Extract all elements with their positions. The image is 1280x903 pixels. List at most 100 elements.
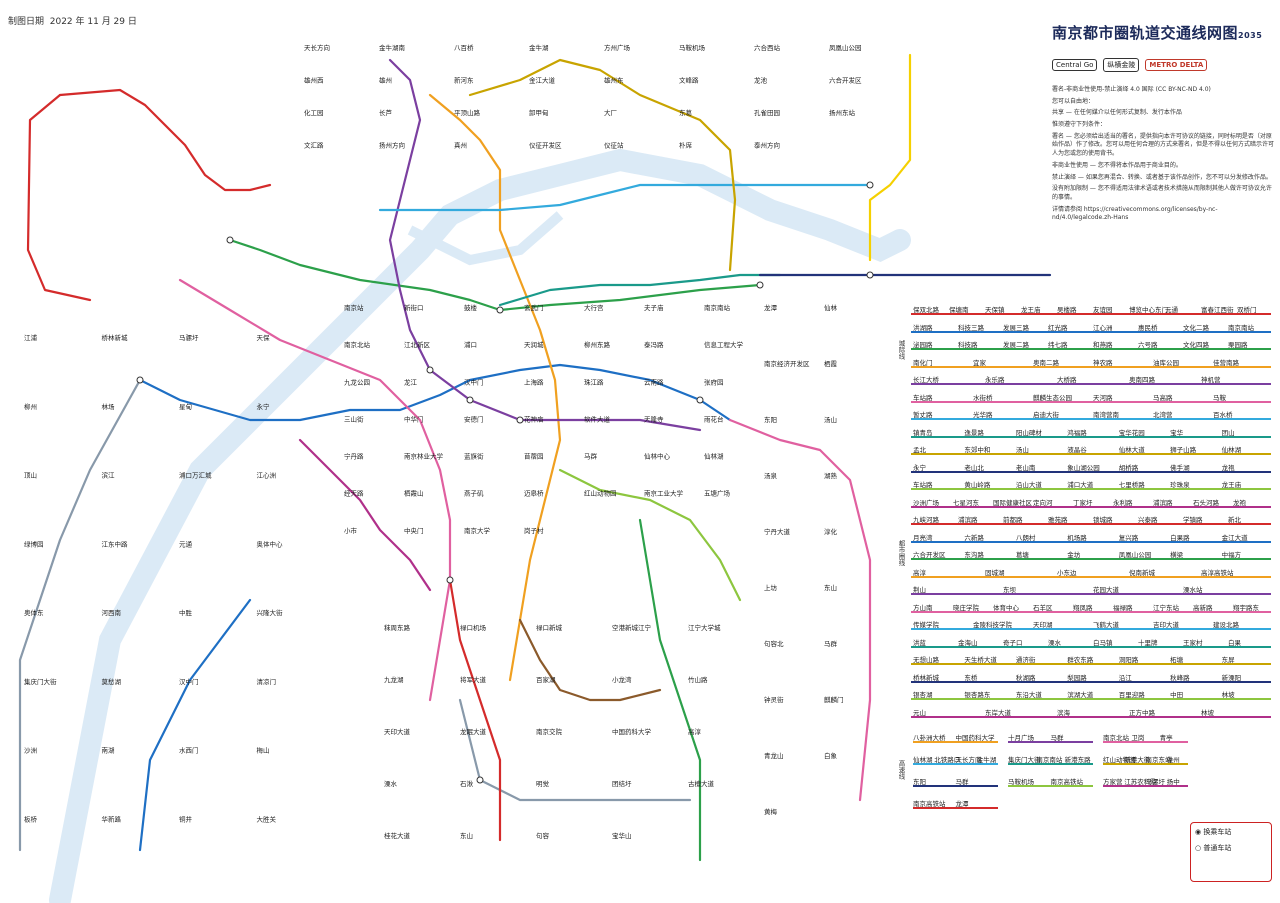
mini-station[interactable]: 马群	[955, 778, 969, 786]
panel-station[interactable]: 白果路	[1170, 533, 1190, 542]
panel-station[interactable]: 东坝	[1003, 586, 1016, 594]
mini-line-6[interactable]	[913, 785, 998, 787]
panel-station[interactable]: 东岸大道	[985, 708, 1011, 717]
panel-station[interactable]: 双桥门	[1237, 306, 1257, 314]
mini-station[interactable]: 天长方向	[955, 756, 982, 764]
station-label[interactable]: 卸甲甸	[529, 108, 549, 117]
station-label[interactable]: 奥体东	[24, 608, 44, 617]
line-green-south[interactable]	[638, 518, 702, 862]
panel-station[interactable]: 元通	[1165, 306, 1178, 314]
node-gulou[interactable]	[426, 366, 434, 374]
station-label[interactable]: 新街口	[404, 303, 424, 312]
panel-line-23[interactable]	[911, 715, 1271, 718]
station-label[interactable]: 兴隆大街	[257, 608, 284, 617]
station-label[interactable]: 泰冯路	[644, 340, 664, 349]
panel-station[interactable]: 天保镇	[985, 306, 1005, 314]
panel-station[interactable]: 百里迎路	[1118, 691, 1145, 699]
station-label[interactable]: 九龙公园	[344, 377, 370, 386]
panel-station[interactable]: 复兴路	[1118, 533, 1139, 542]
panel-station[interactable]: 林坡	[1221, 691, 1235, 699]
station-label[interactable]: 雨花台	[704, 414, 724, 423]
panel-station[interactable]: 黄山岭路	[964, 481, 991, 489]
panel-station[interactable]: 学镇路	[1183, 516, 1203, 524]
station-label[interactable]: 东阳	[764, 415, 777, 424]
panel-station[interactable]: 洪蓝	[913, 638, 926, 647]
mini-station[interactable]: 金牛湖	[976, 756, 997, 764]
panel-station[interactable]: 奥南四路	[1129, 376, 1155, 384]
mini-station[interactable]: 八卦洲大桥	[913, 734, 946, 742]
panel-line-1[interactable]	[911, 330, 1271, 333]
panel-station[interactable]: 沿山大道	[1015, 481, 1042, 489]
station-label[interactable]: 上坊	[764, 583, 778, 592]
panel-station[interactable]: 浦滨路	[1153, 498, 1173, 507]
panel-station[interactable]: 栗园路	[1228, 341, 1248, 349]
panel-line-10[interactable]	[911, 488, 1271, 490]
station-label[interactable]: 浦口万汇城	[179, 471, 212, 480]
station-label[interactable]: 竹山路	[688, 675, 708, 684]
mini-station[interactable]: 青亭	[1159, 734, 1173, 742]
panel-station[interactable]: 科技路	[958, 341, 978, 349]
node-jiangpu[interactable]	[136, 376, 144, 384]
panel-station[interactable]: 高淳	[913, 568, 926, 577]
panel-station[interactable]: 孟北	[913, 446, 926, 454]
station-label[interactable]: 石湫	[460, 779, 474, 788]
station-label[interactable]: 云南路	[644, 377, 664, 386]
station-label[interactable]: 中华门	[404, 414, 424, 423]
panel-station[interactable]: 龙袍	[1233, 498, 1246, 507]
station-label[interactable]: 江宁大学城	[688, 623, 721, 632]
station-label[interactable]: 林场	[102, 402, 116, 411]
station-label[interactable]: 龙眠大道	[460, 727, 487, 736]
panel-station[interactable]: 元山	[913, 708, 926, 717]
station-label[interactable]: 天保	[257, 333, 271, 342]
line-red-south[interactable]	[448, 578, 502, 842]
panel-station[interactable]: 龙袍	[1221, 463, 1235, 472]
panel-station[interactable]: 汤山	[1015, 446, 1029, 454]
station-label[interactable]: 星甸	[179, 402, 192, 411]
station-label[interactable]: 三山街	[344, 414, 364, 423]
mini-station[interactable]: 东阳	[913, 778, 926, 786]
station-label[interactable]: 江东中路	[102, 539, 129, 548]
panel-station[interactable]: 银杏路东	[964, 691, 991, 699]
panel-line-9[interactable]	[911, 470, 1271, 473]
panel-station[interactable]: 洞阳路	[1118, 656, 1139, 664]
station-label[interactable]: 马群	[824, 639, 838, 648]
station-label[interactable]: 小龙湾	[612, 675, 632, 684]
station-label[interactable]: 钟灵街	[764, 695, 784, 704]
panel-station[interactable]: 光华路	[973, 411, 993, 419]
station-label[interactable]: 溧水	[384, 779, 398, 788]
panel-station[interactable]: 锁城路	[1093, 516, 1113, 524]
panel-station[interactable]: 石羊区	[1033, 603, 1053, 612]
panel-station[interactable]: 液晶谷	[1067, 446, 1087, 454]
mini-station[interactable]: 南京东站	[1145, 756, 1172, 764]
station-label[interactable]: 平顶山路	[454, 108, 481, 117]
panel-station[interactable]: 七星河东	[953, 498, 979, 507]
mini-station[interactable]: 北铁路口	[934, 756, 961, 764]
panel-station[interactable]: 佛手湖	[1170, 463, 1190, 472]
panel-station[interactable]: 团山	[1221, 428, 1235, 437]
line-red-west[interactable]	[26, 93, 92, 302]
station-label[interactable]: 句容北	[764, 639, 784, 648]
panel-station[interactable]: 荆山	[913, 586, 926, 594]
mini-station[interactable]: 南京高铁站	[913, 800, 946, 808]
station-label[interactable]: 南湖	[102, 746, 116, 755]
station-label[interactable]: 马骡圩	[179, 334, 199, 342]
line-yellow[interactable]	[868, 53, 912, 262]
station-label[interactable]: 六合开发区	[829, 76, 862, 85]
panel-line-5[interactable]	[911, 400, 1271, 403]
panel-station[interactable]: 横梁	[1170, 551, 1184, 559]
panel-station[interactable]: 老山北	[964, 463, 984, 472]
panel-line-12[interactable]	[911, 523, 1271, 525]
station-label[interactable]: 朴席	[679, 141, 693, 150]
panel-station[interactable]: 长江大桥	[913, 376, 939, 384]
panel-station[interactable]: 沿江	[1118, 673, 1132, 682]
station-label[interactable]: 中国药科大学	[612, 727, 652, 736]
panel-station[interactable]: 纬七路	[1048, 341, 1068, 349]
node-north-station[interactable]	[226, 236, 234, 244]
panel-station[interactable]: 丁家圩	[1073, 498, 1093, 507]
station-label[interactable]: 马鞍机场	[679, 43, 706, 52]
panel-station[interactable]: 柘塘	[1170, 656, 1184, 664]
panel-station[interactable]: 林坡	[1201, 708, 1214, 717]
panel-station[interactable]: 滨海	[1057, 708, 1070, 717]
panel-station[interactable]: 银杏湖	[913, 691, 933, 699]
license-link[interactable]: 详情请参阅 https://creativecommons.org/licens…	[1052, 205, 1218, 222]
